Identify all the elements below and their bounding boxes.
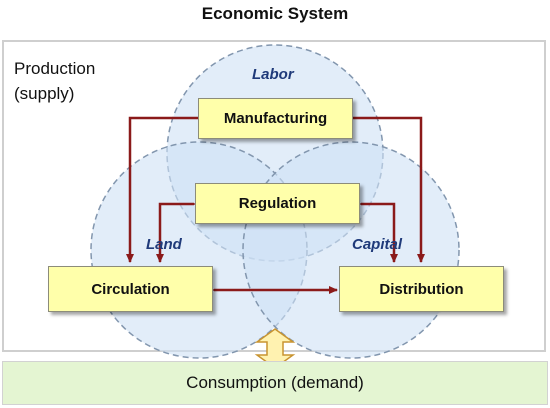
capital-label: Capital bbox=[352, 236, 403, 253]
manufacturing-box: Manufacturing bbox=[198, 98, 353, 139]
labor-label: Labor bbox=[252, 66, 294, 83]
consumption-bar: Consumption (demand) bbox=[2, 361, 548, 405]
distribution-box: Distribution bbox=[339, 266, 504, 312]
capital-circle bbox=[242, 141, 460, 359]
production-label-line1: Production bbox=[14, 59, 96, 78]
circulation-label: Circulation bbox=[91, 280, 170, 298]
production-label-line2: (supply) bbox=[14, 84, 75, 103]
diagram-title: Economic System bbox=[201, 4, 349, 23]
production-label: Production (supply) bbox=[14, 56, 95, 106]
regulation-box: Regulation bbox=[195, 183, 360, 224]
circulation-box: Circulation bbox=[48, 266, 213, 312]
arrow-manufacturing-distribution bbox=[345, 114, 425, 263]
distribution-label: Distribution bbox=[379, 280, 464, 298]
manufacturing-label: Manufacturing bbox=[223, 110, 328, 127]
land-label: Land bbox=[146, 236, 182, 253]
regulation-label: Regulation bbox=[238, 195, 317, 212]
arrow-regulation-distribution bbox=[353, 200, 398, 263]
arrow-manufacturing-circulation bbox=[126, 114, 206, 263]
consumption-label: Consumption (demand) bbox=[186, 373, 364, 392]
arrow-regulation-circulation bbox=[156, 200, 202, 263]
